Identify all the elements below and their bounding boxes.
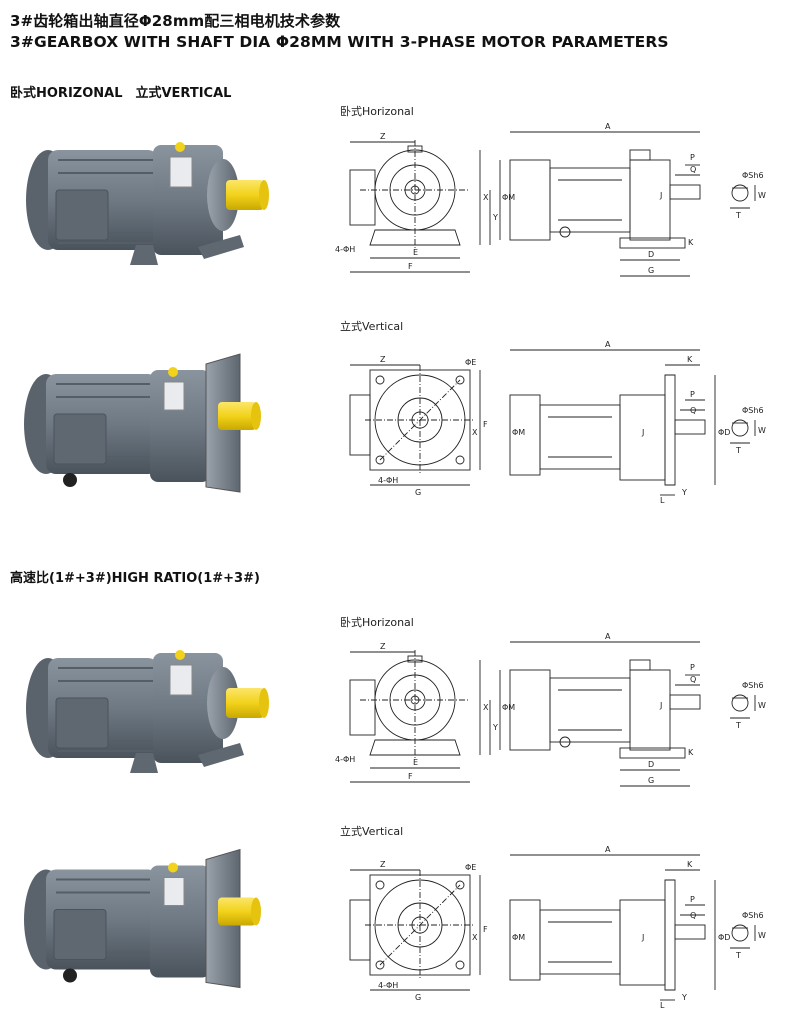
motor-photo-vertical-2	[18, 845, 278, 1000]
section-label-standard: 卧式HORIZONAL 立式VERTICAL	[10, 86, 232, 101]
view-label-vertical-1: 立式Vertical	[340, 320, 404, 333]
view-label-vertical-2: 立式Vertical	[340, 825, 404, 838]
drawing-vertical-2	[330, 840, 800, 1010]
drawing-horizontal-1	[330, 120, 800, 290]
section-label-high-ratio: 高速比(1#+3#)HIGH RATIO(1#+3#)	[10, 571, 260, 586]
view-label-horizontal-1: 卧式Horizonal	[340, 105, 414, 118]
motor-photo-vertical-1	[18, 352, 278, 502]
title-cn: 3#齿轮箱出轴直径Φ28mm配三相电机技术参数	[10, 12, 341, 30]
motor-photo-horizontal-2	[18, 643, 278, 783]
drawing-vertical-1	[330, 335, 800, 505]
motor-photo-horizontal-1	[18, 135, 278, 275]
drawing-horizontal-2	[330, 630, 800, 800]
title-en: 3#GEARBOX WITH SHAFT DIA Φ28MM WITH 3-PH…	[10, 33, 669, 51]
view-label-horizontal-2: 卧式Horizonal	[340, 616, 414, 629]
